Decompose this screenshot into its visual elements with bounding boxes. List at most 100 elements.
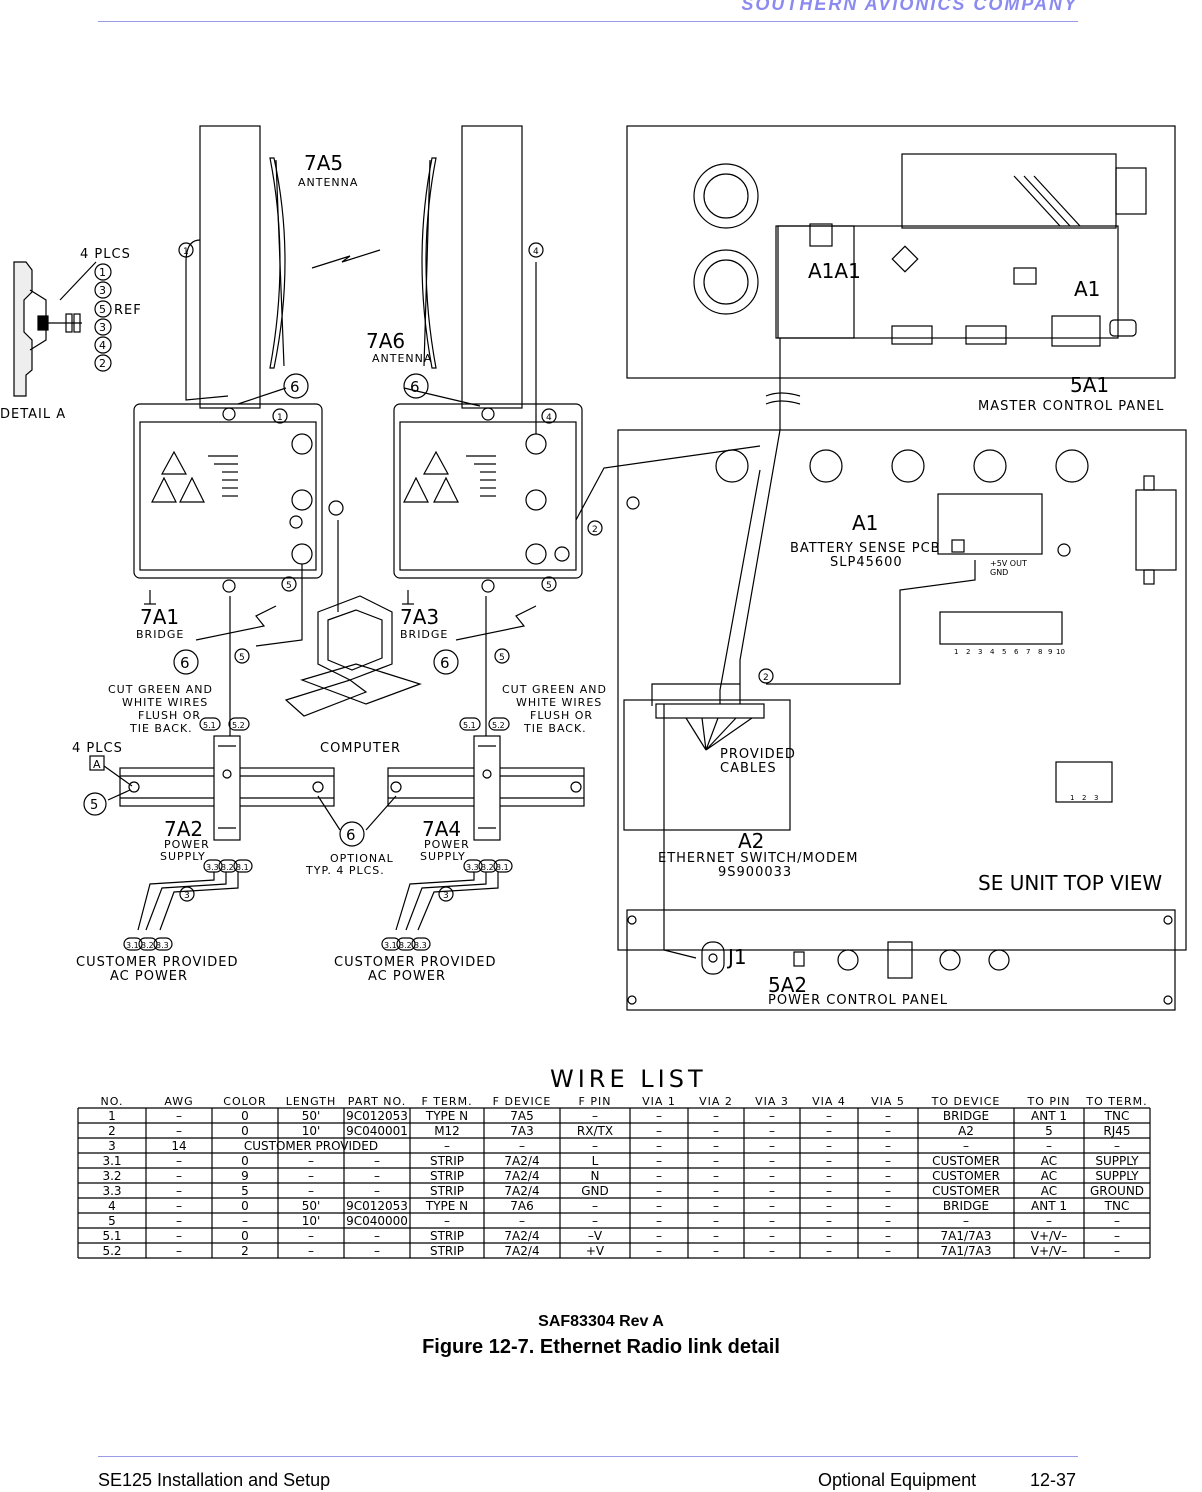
wire-list-cell: – <box>176 1184 182 1198</box>
detail-label: DETAIL A <box>0 407 66 422</box>
wire-list-cell: N <box>591 1169 600 1183</box>
callout-6: 6 <box>290 378 300 396</box>
callout-1: 1 <box>183 247 189 257</box>
wire-list-cell: TYPE N <box>425 1199 468 1213</box>
wire-list-cell: – <box>176 1109 182 1123</box>
rail-leaders <box>103 765 133 801</box>
terminal-number: 5 <box>1002 648 1006 656</box>
callout-3-3: 3.3 <box>414 941 427 950</box>
callout-2: 2 <box>592 525 598 535</box>
provided-cables-line: CABLES <box>720 761 777 776</box>
se-unit-enclosure <box>617 429 1187 951</box>
wire-list-cell: – <box>374 1184 380 1198</box>
wire-list-cell: 2 <box>241 1244 249 1258</box>
wire-list-cell: AC <box>1041 1184 1057 1198</box>
wire-list-cell: – <box>885 1244 891 1258</box>
callout-3: 3 <box>184 891 190 901</box>
wire-list-cell: – <box>769 1244 775 1258</box>
optional-note-line: OPTIONAL <box>330 852 394 865</box>
wire-list-cell: – <box>826 1199 832 1213</box>
wire-list-cell: 9 <box>241 1169 249 1183</box>
wire-list-column-header: LENGTH <box>286 1095 336 1108</box>
wire-list-cell: – <box>826 1109 832 1123</box>
wire-list-cell: – <box>713 1169 719 1183</box>
wire-list-cell: – <box>444 1139 450 1153</box>
wire-list-cell: – <box>769 1124 775 1138</box>
wire-list-cell: V+/V– <box>1031 1229 1068 1243</box>
wire-list-cell: A2 <box>958 1124 974 1138</box>
terminal-number: 9 <box>1048 648 1052 656</box>
wire-list-cell: – <box>176 1214 182 1228</box>
customer-power-2-line: CUSTOMER PROVIDED <box>334 955 496 970</box>
wire-list-cell: – <box>713 1244 719 1258</box>
wire-list-cell: 5 <box>108 1214 116 1228</box>
wire-list-cell: 9C040001 <box>346 1124 408 1138</box>
callout-6: 6 <box>410 378 420 396</box>
power-supply-7a4: 7A4 POWER SUPPLY <box>420 735 501 863</box>
callout-3-1: 3.1 <box>126 941 139 950</box>
wire-list-cell: – <box>713 1214 719 1228</box>
wire-list-cell: – <box>885 1139 891 1153</box>
switch-id: A2 <box>738 829 764 853</box>
wire-list-cell: – <box>769 1139 775 1153</box>
wire-list-cell: SUPPLY <box>1095 1169 1139 1183</box>
wire-list-cell: – <box>885 1169 891 1183</box>
radio-link-bolt <box>311 249 381 269</box>
wire-list-cell: – <box>713 1124 719 1138</box>
wire-list-cell: 9C012053 <box>346 1199 408 1213</box>
wire-list-cell: – <box>374 1229 380 1243</box>
bridge-2-id: 7A3 <box>400 605 439 629</box>
power-control-panel: J1 5A2 POWER CONTROL PANEL <box>626 909 1176 1011</box>
wire-list-cell: 3.1 <box>102 1154 121 1168</box>
page-header: SOUTHERN AVIONICS COMPANY <box>0 0 1202 24</box>
detail-ref: REF <box>114 303 142 318</box>
terminal-number: 6 <box>1014 648 1019 656</box>
wire-list-cell: – <box>713 1199 719 1213</box>
terminal-number: 3 <box>1094 794 1098 802</box>
wire-list-cell: 7A2/4 <box>504 1184 539 1198</box>
callout-5-2: 5.2 <box>232 721 245 730</box>
wire-list-cell: CUSTOMER <box>932 1169 1000 1183</box>
psu-2-name2: SUPPLY <box>420 850 466 863</box>
wire-list-cell: – <box>308 1244 314 1258</box>
callout-3-3: 3.3 <box>156 941 169 950</box>
wire-list-cell: – <box>308 1154 314 1168</box>
wire-list-cell: – <box>656 1154 662 1168</box>
battery-pcb-line2: SLP45600 <box>830 555 903 570</box>
wire-list-cell: RJ45 <box>1103 1124 1130 1138</box>
wire-list-cell: – <box>308 1169 314 1183</box>
break-mark-2 <box>455 605 537 641</box>
callout-4: 4 <box>533 247 539 257</box>
terminal-number: 1 <box>954 648 958 656</box>
wire-list-title: WIRE LIST <box>550 1065 707 1093</box>
terminal-number: 10 <box>1056 648 1065 656</box>
battery-sense-pcb: A1 BATTERY SENSE PCB SLP45600 +5V OUT GN… <box>790 493 1043 577</box>
footer-document: SE125 Installation and Setup <box>98 1470 331 1490</box>
wire-list-column-header: VIA 1 <box>642 1095 676 1108</box>
wire-list-cell: – <box>769 1109 775 1123</box>
customer-power-1-line: CUSTOMER PROVIDED <box>76 955 238 970</box>
computer: COMPUTER <box>284 595 422 756</box>
ribbon-break <box>765 392 801 405</box>
cut-note-2-line: FLUSH OR <box>530 709 593 722</box>
power-supply-7a2: 7A2 POWER SUPPLY <box>160 735 241 863</box>
wire-list-cell: 7A2/4 <box>504 1154 539 1168</box>
wire-list-cell: BRIDGE <box>943 1199 989 1213</box>
footer-page: 12-37 <box>1030 1470 1077 1490</box>
wire-list-cell: – <box>826 1154 832 1168</box>
bridge-1-id: 7A1 <box>140 605 179 629</box>
power-panel-name: POWER CONTROL PANEL <box>768 993 948 1008</box>
wire-list-cell: AC <box>1041 1169 1057 1183</box>
ethernet-switch: PROVIDED CABLES A2 ETHERNET SWITCH/MODEM… <box>623 699 857 880</box>
master-control-panel: A1A1 A1 5A1 MASTER CONTROL PANEL <box>626 125 1176 414</box>
wire-list-cell: GROUND <box>1090 1184 1144 1198</box>
wire-list-cell: 7A5 <box>510 1109 533 1123</box>
customer-power-1-line: AC POWER <box>110 969 188 984</box>
wire-list-cell: 3.3 <box>102 1184 121 1198</box>
wire-list-cell: – <box>963 1214 969 1228</box>
wire-list-cell: – <box>176 1244 182 1258</box>
callout-3-2: 3.2 <box>141 941 154 950</box>
cable-2-to-switch <box>575 445 761 521</box>
wire-list-cell: – <box>176 1169 182 1183</box>
wire-list-cell: STRIP <box>430 1154 464 1168</box>
